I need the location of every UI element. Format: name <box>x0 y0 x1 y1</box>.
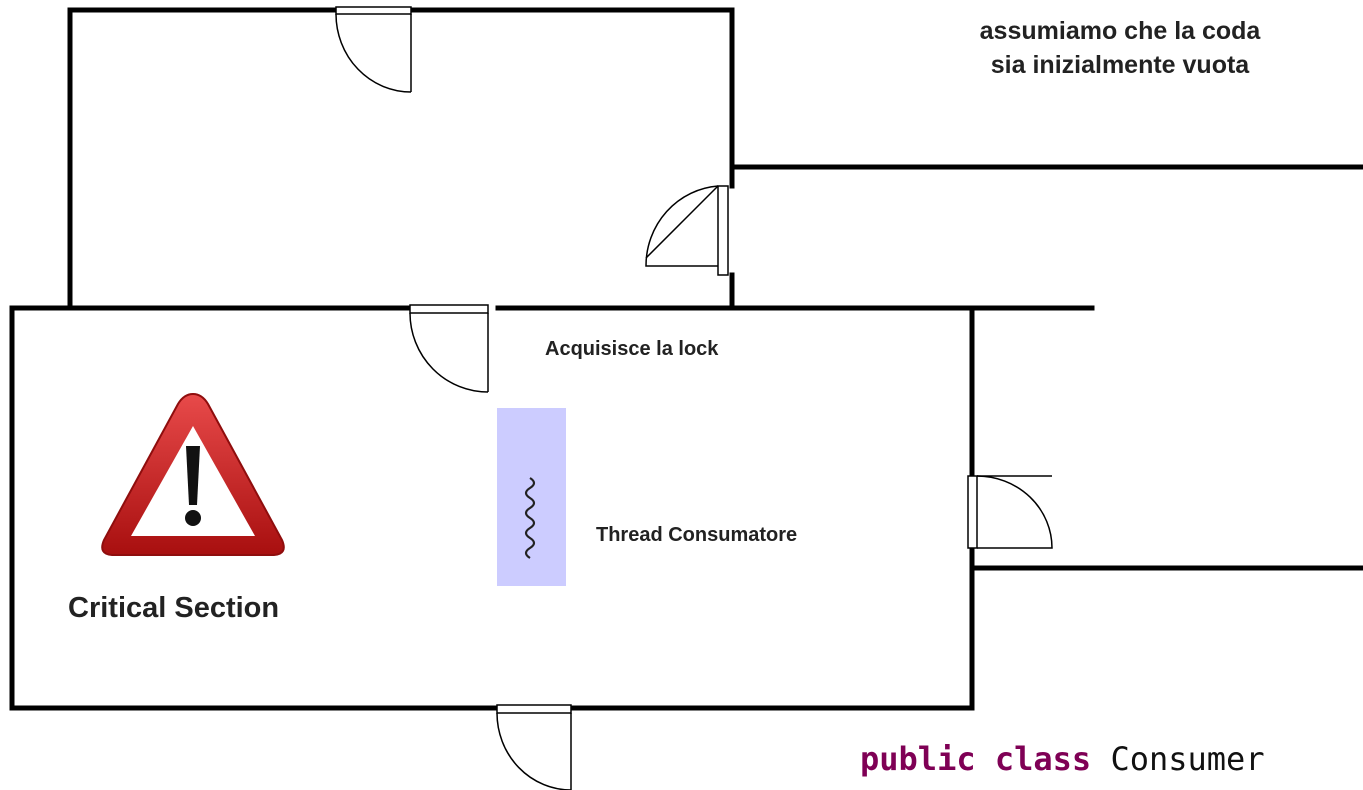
doors <box>335 6 1053 790</box>
queue-note-line-2: sia inizialmente vuota <box>990 51 1250 79</box>
warning-triangle-icon <box>101 392 285 556</box>
code-keyword-class: class <box>994 740 1092 778</box>
walls <box>9 7 1363 711</box>
door-main-top <box>409 304 489 393</box>
queue-note-line-1: assumiamo che la coda <box>979 17 1261 45</box>
door-main-right <box>967 475 1053 549</box>
critical-section-label: Critical Section <box>68 592 280 624</box>
thread-label: Thread Consumatore <box>596 524 798 546</box>
code-snippet: public class Consumer <box>860 740 1265 778</box>
thread-squiggle-icon <box>524 477 536 559</box>
queue-note: assumiamo che la coda sia inizialmente v… <box>880 14 1360 82</box>
code-class-name: Consumer <box>1110 740 1265 778</box>
door-main-bottom <box>496 704 572 790</box>
door-upper-right <box>645 185 729 276</box>
thread-box <box>497 408 566 586</box>
code-keyword-public: public <box>860 740 976 778</box>
acquire-lock-label: Acquisisce la lock <box>545 338 719 360</box>
door-upper-top <box>335 6 412 93</box>
